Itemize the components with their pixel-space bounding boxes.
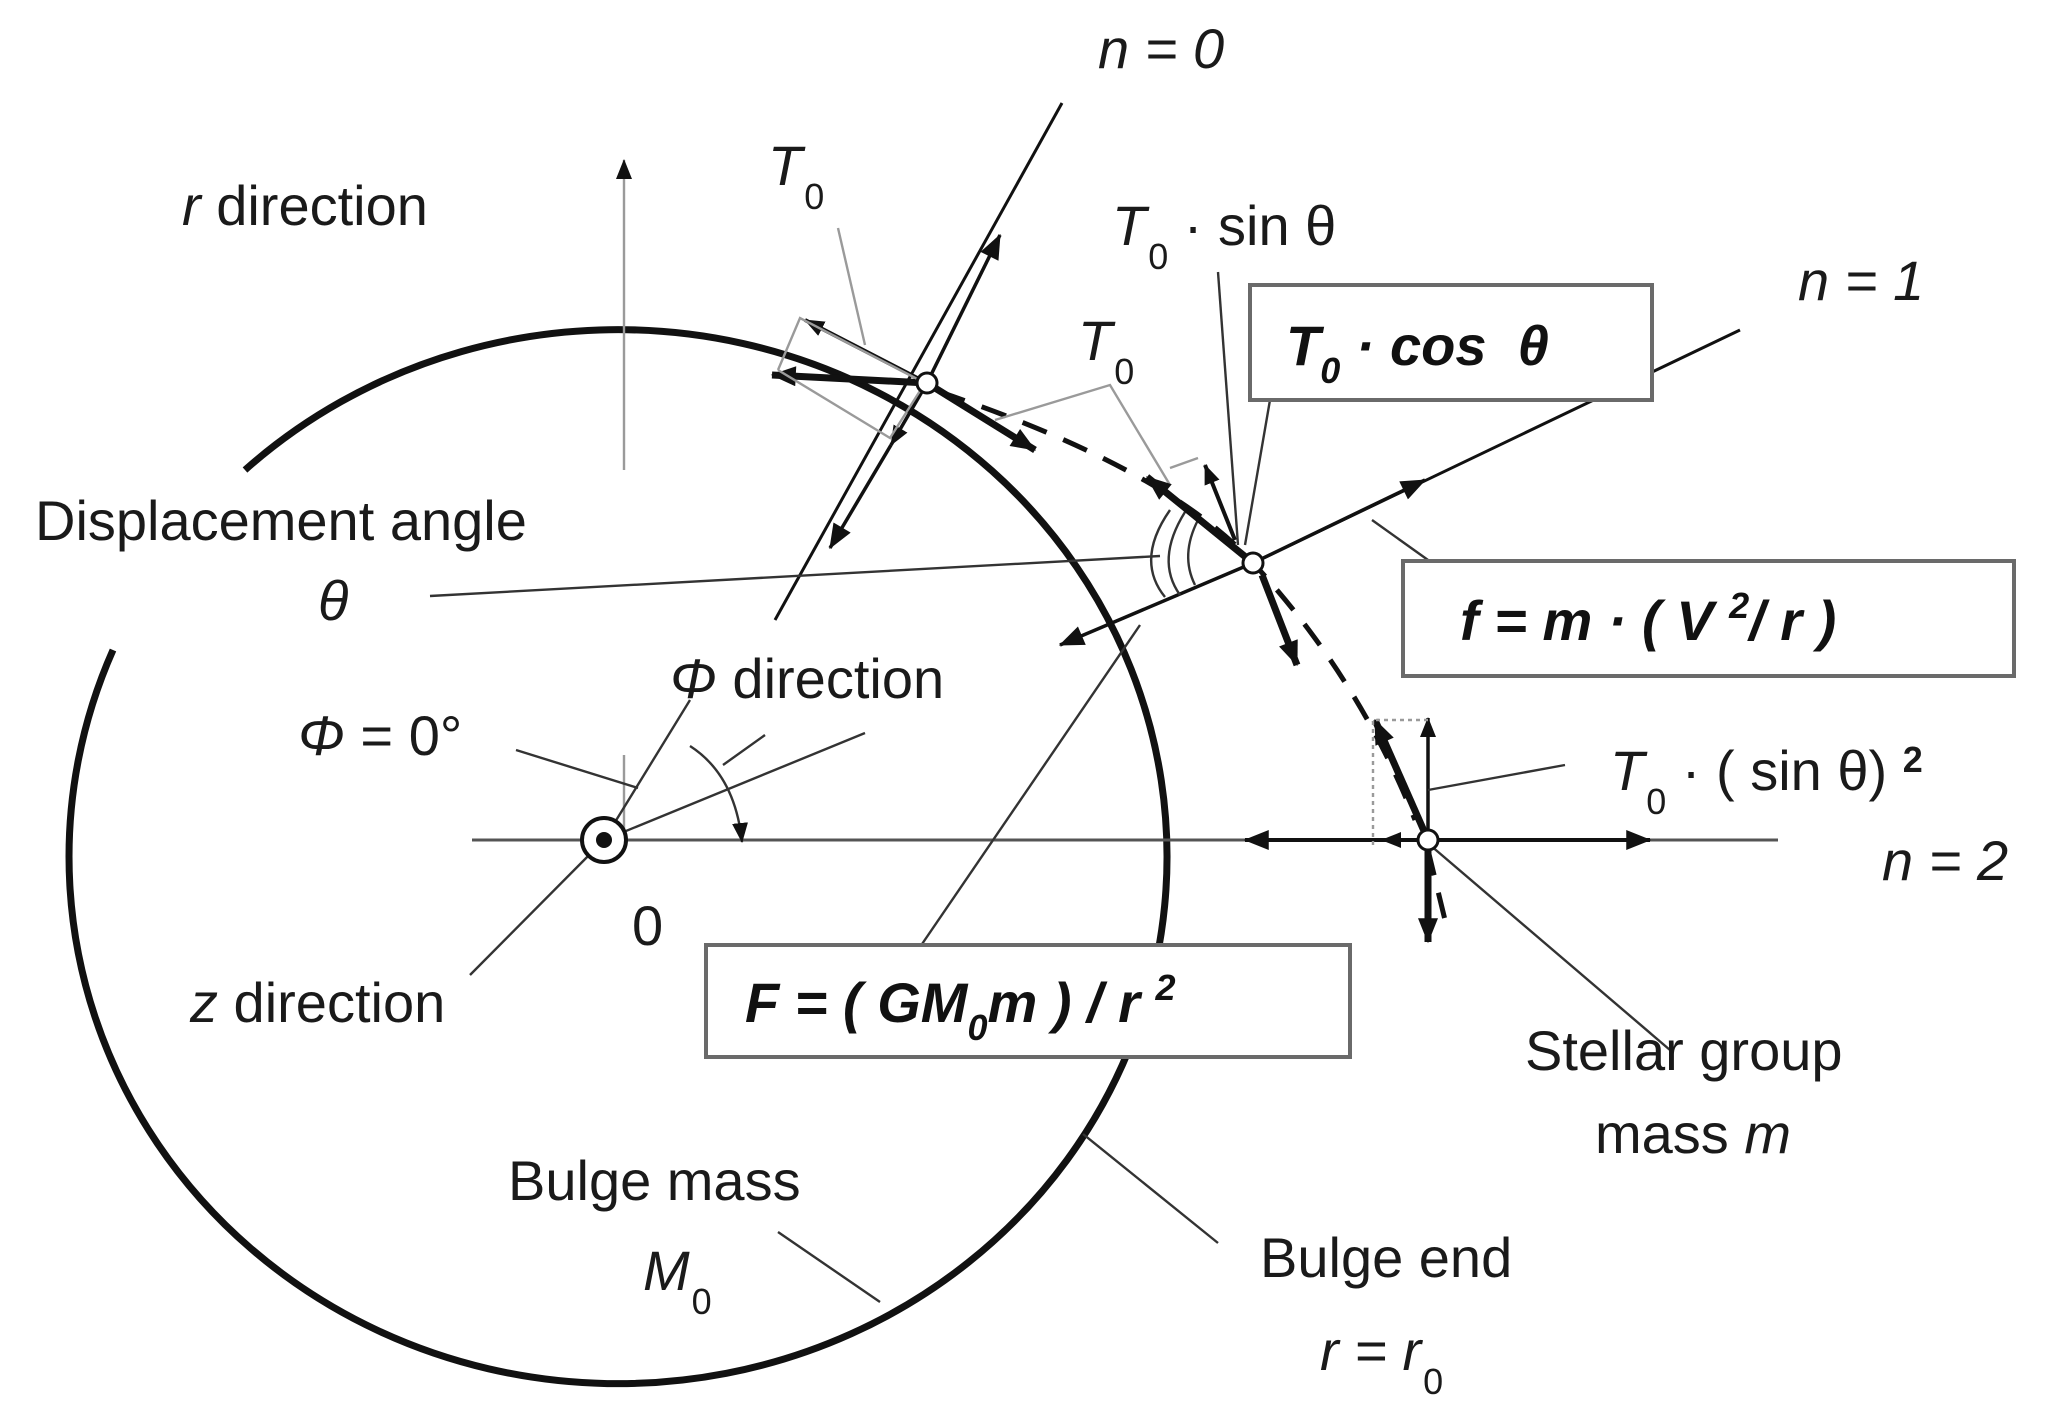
node0-tension-arrow-left <box>770 366 928 387</box>
t0-sin2-label: T0 · ( sin θ) 2 <box>1610 739 1923 822</box>
n1-outward-arrow <box>1252 478 1427 565</box>
node1-tension-arrow-down <box>1258 573 1301 667</box>
phi-zero-ray <box>602 699 692 841</box>
theta-angle-arc-2 <box>1167 511 1187 596</box>
bulge-mass-label: Bulge mass <box>508 1149 801 1212</box>
bulge-end-label: Bulge end <box>1260 1226 1512 1289</box>
t0-sin-leader <box>1216 271 1240 546</box>
z-direction-leader <box>469 839 605 976</box>
cos-equation-box <box>1248 283 1654 402</box>
theta-angle-arc-1 <box>1149 509 1171 598</box>
origin-label: 0 <box>632 894 663 957</box>
node1-sin-arrow <box>1203 464 1237 541</box>
t0-sin2-leader <box>1427 763 1566 792</box>
node-n1 <box>1241 551 1265 575</box>
t0a-leader <box>836 227 867 346</box>
n1-label: n = 1 <box>1798 249 1924 312</box>
node1-component-lines <box>1169 456 1199 470</box>
bulge-end-radius: r = r0 <box>1320 1319 1443 1402</box>
phi-zero-label: Φ = 0° <box>298 704 462 767</box>
theta-leader <box>429 554 1161 598</box>
centrifugal-equation-text: f = m · ( V 2/ r ) <box>1460 585 1836 652</box>
node-n0 <box>915 371 939 395</box>
t0-label-a: T0 <box>768 134 824 217</box>
stellar-group-label-line2: mass m <box>1595 1102 1791 1165</box>
n0-line <box>773 102 1064 621</box>
n0-label: n = 0 <box>1098 17 1224 80</box>
n0-inward-arrow-1 <box>889 382 929 446</box>
node-n2 <box>1416 828 1440 852</box>
t0-sin-label: T0 · sin θ <box>1112 194 1336 277</box>
bulge-mass-symbol: M0 <box>643 1239 712 1322</box>
centrifugal-equation-box <box>1401 559 2016 678</box>
z-direction-label: z direction <box>189 971 445 1034</box>
origin-dot <box>596 832 612 848</box>
stellar-group-leader <box>1429 844 1671 1051</box>
node2-tangent-arrow <box>1371 718 1432 842</box>
phi-direction-leader <box>722 734 766 766</box>
phi-direction-arc <box>689 744 748 843</box>
gravity-equation-box <box>704 943 1352 1059</box>
n1-inward-line <box>1058 561 1254 647</box>
n0-outward-arrow <box>925 233 1002 384</box>
bulge-mass-leader <box>777 1231 881 1303</box>
phi-zero-leader <box>515 748 639 790</box>
theta-angle-arc-3 <box>1186 519 1200 586</box>
phi-direction-ray <box>603 731 866 842</box>
stellar-group-label-line1: Stellar group <box>1525 1019 1843 1082</box>
n2-label: n = 2 <box>1882 829 2008 892</box>
stellar-trajectory <box>939 389 1418 821</box>
cos-equation-text: T0 · cos θ <box>1286 314 1549 391</box>
bulge-boundary-circle <box>65 326 1171 1388</box>
theta-symbol-label: θ <box>318 569 348 632</box>
t0b-leader <box>994 383 1172 486</box>
bulge-end-leader <box>1082 1133 1219 1244</box>
displacement-angle-label: Displacement angle <box>35 489 527 552</box>
cos-box-leader <box>1243 399 1272 546</box>
gravity-equation-text: F = ( GM0m ) / r 2 <box>745 967 1176 1048</box>
node2-component-box <box>1371 718 1428 845</box>
r-direction-label: r direction <box>182 174 428 237</box>
node1-tension-arrow-up <box>1144 474 1256 566</box>
gravity-leader <box>919 624 1141 948</box>
n0-inward-arrow-2 <box>828 444 893 550</box>
centrifugal-leader <box>1371 519 1429 561</box>
t0-label-b: T0 <box>1078 309 1134 392</box>
phi-direction-label: Φ direction <box>670 647 944 710</box>
